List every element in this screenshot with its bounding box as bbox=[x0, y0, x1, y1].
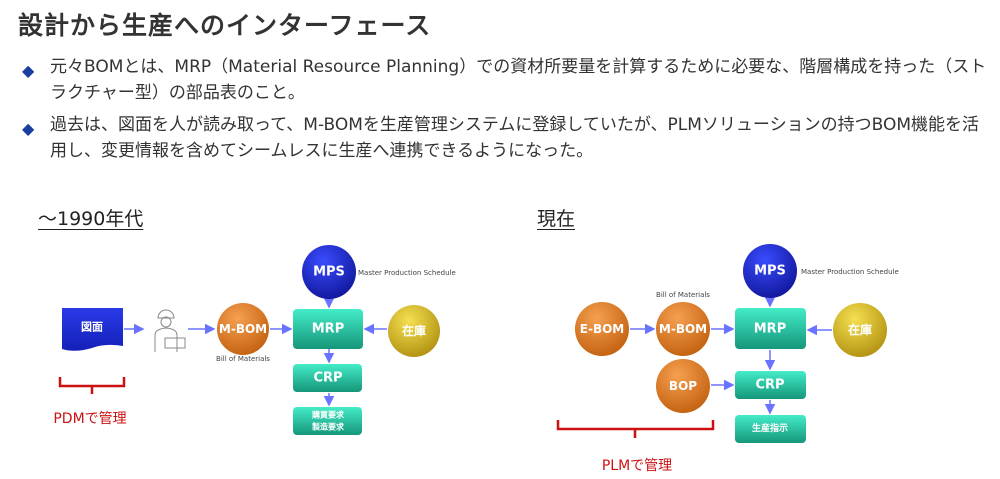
ebom-label: E-BOM bbox=[580, 322, 624, 336]
crp-label: CRP bbox=[313, 371, 342, 386]
production-order-label: 生産指示 bbox=[752, 422, 788, 434]
mbom-label: M-BOM bbox=[219, 322, 267, 336]
mps-note: Master Production Schedule bbox=[358, 269, 456, 277]
mps-node bbox=[302, 245, 356, 299]
bullet-list: ◆ 元々BOMとは、MRP（Material Resource Planning）… bbox=[22, 54, 992, 170]
mps-note: Master Production Schedule bbox=[801, 268, 899, 276]
mrp-node bbox=[293, 309, 363, 349]
right-heading: 現在 bbox=[537, 208, 576, 230]
mrp-label: MRP bbox=[312, 322, 344, 337]
arrows bbox=[124, 297, 832, 415]
crp-node bbox=[293, 364, 362, 392]
bullet-text: 過去は、図面を人が読み取って、M-BOMを生産管理システムに登録していたが、PL… bbox=[50, 115, 980, 161]
stock-label: 在庫 bbox=[402, 323, 426, 338]
mrp-label: MRP bbox=[754, 322, 786, 337]
mbom-label: M-BOM bbox=[659, 322, 707, 336]
mrp-node bbox=[735, 308, 806, 349]
stock-node bbox=[833, 303, 887, 357]
stock-node bbox=[388, 305, 440, 357]
purchase-request-label: 購買要求 bbox=[311, 410, 345, 420]
crp-label: CRP bbox=[755, 378, 784, 393]
crp-node bbox=[735, 371, 806, 399]
drawing-label: 図面 bbox=[81, 320, 103, 334]
page-title: 設計から生産へのインターフェース bbox=[18, 11, 432, 40]
request-node bbox=[293, 407, 362, 435]
production-order-node bbox=[735, 415, 806, 443]
mps-label: MPS bbox=[754, 264, 786, 279]
plm-label: PLMで管理 bbox=[602, 458, 672, 474]
bop-label: BOP bbox=[669, 379, 697, 393]
left-heading: ～1990年代 bbox=[38, 208, 144, 230]
diamond-icon: ◆ bbox=[22, 119, 35, 138]
worker-icon bbox=[154, 309, 186, 352]
mbom-node bbox=[656, 302, 710, 356]
mbom-note: Bill of Materials bbox=[216, 355, 270, 363]
mps-node bbox=[743, 244, 797, 298]
ebom-node bbox=[575, 302, 629, 356]
bullet-item: ◆ 元々BOMとは、MRP（Material Resource Planning）… bbox=[22, 54, 992, 106]
plm-bracket bbox=[556, 420, 715, 438]
pdm-bracket bbox=[58, 377, 126, 394]
diamond-icon: ◆ bbox=[22, 61, 35, 80]
mbom-node bbox=[217, 303, 269, 355]
drawing-doc: 図面 bbox=[62, 308, 123, 351]
bullet-item: ◆ 過去は、図面を人が読み取って、M-BOMを生産管理システムに登録していたが、P… bbox=[22, 112, 992, 164]
stock-label: 在庫 bbox=[848, 322, 872, 337]
mps-label: MPS bbox=[313, 265, 345, 280]
bop-node bbox=[656, 359, 710, 413]
bullet-text: 元々BOMとは、MRP（Material Resource Planning）で… bbox=[50, 57, 987, 103]
manufacturing-request-label: 製造要求 bbox=[311, 422, 345, 432]
pdm-label: PDMで管理 bbox=[53, 411, 126, 427]
mbom-note: Bill of Materials bbox=[656, 291, 710, 299]
